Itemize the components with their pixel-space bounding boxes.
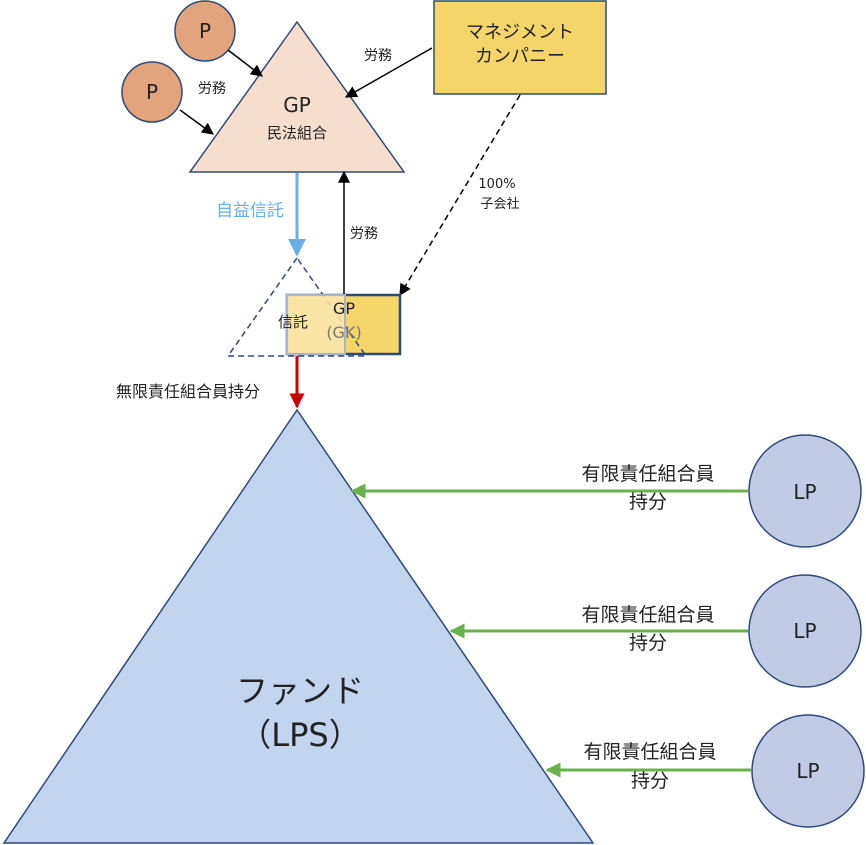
self-trust-label: 自益信託 xyxy=(216,201,284,221)
partner-circle-bottom xyxy=(121,61,183,123)
labor-arrow-p1 xyxy=(227,49,263,77)
management-company-line2: カンパニー xyxy=(475,46,565,67)
labor-arrow-p2 xyxy=(179,109,214,135)
labor-arrow-mgmt xyxy=(344,47,433,98)
limited-label-1-line2: 持分 xyxy=(629,491,667,513)
fund-subtitle: （LPS） xyxy=(239,716,360,754)
management-company-box xyxy=(433,0,607,95)
limited-label-2-line2: 持分 xyxy=(629,632,667,654)
lp-circle-2 xyxy=(748,574,862,688)
management-company-line1: マネジメント xyxy=(466,22,574,43)
fund-triangle xyxy=(2,408,595,844)
labor-label-mgmt: 労務 xyxy=(364,48,392,64)
limited-label-1-line1: 有限責任組合員 xyxy=(581,463,714,485)
labor-label-p: 労務 xyxy=(198,81,226,97)
fund-title: ファンド xyxy=(236,672,364,710)
unlimited-label: 無限責任組合員持分 xyxy=(116,382,260,401)
partner-label-bottom: P xyxy=(146,80,158,104)
trust-overlay xyxy=(286,294,346,355)
limited-label-2-line1: 有限責任組合員 xyxy=(581,604,714,626)
labor-label-gk: 労務 xyxy=(350,226,378,242)
lp-label-2: LP xyxy=(793,619,816,643)
gp-gk-line2: (GK) xyxy=(326,323,361,342)
gp-title: GP xyxy=(283,93,311,117)
lp-label-1: LP xyxy=(793,480,816,504)
partner-circle-top xyxy=(174,0,236,62)
lp-circle-1 xyxy=(748,434,862,548)
limited-label-3-line1: 有限責任組合員 xyxy=(583,741,716,763)
trust-label: 信託 xyxy=(278,313,308,331)
gp-gk-line1: GP xyxy=(333,299,355,318)
gp-subtitle: 民法組合 xyxy=(267,124,327,142)
subsidiary-label: 子会社 xyxy=(480,196,519,212)
lp-circle-3 xyxy=(751,714,865,828)
partner-label-top: P xyxy=(199,19,211,43)
limited-label-3-line2: 持分 xyxy=(631,770,669,792)
subsidiary-pct: 100% xyxy=(478,177,515,192)
lp-label-3: LP xyxy=(796,759,819,783)
subsidiary-arrow xyxy=(399,94,521,297)
